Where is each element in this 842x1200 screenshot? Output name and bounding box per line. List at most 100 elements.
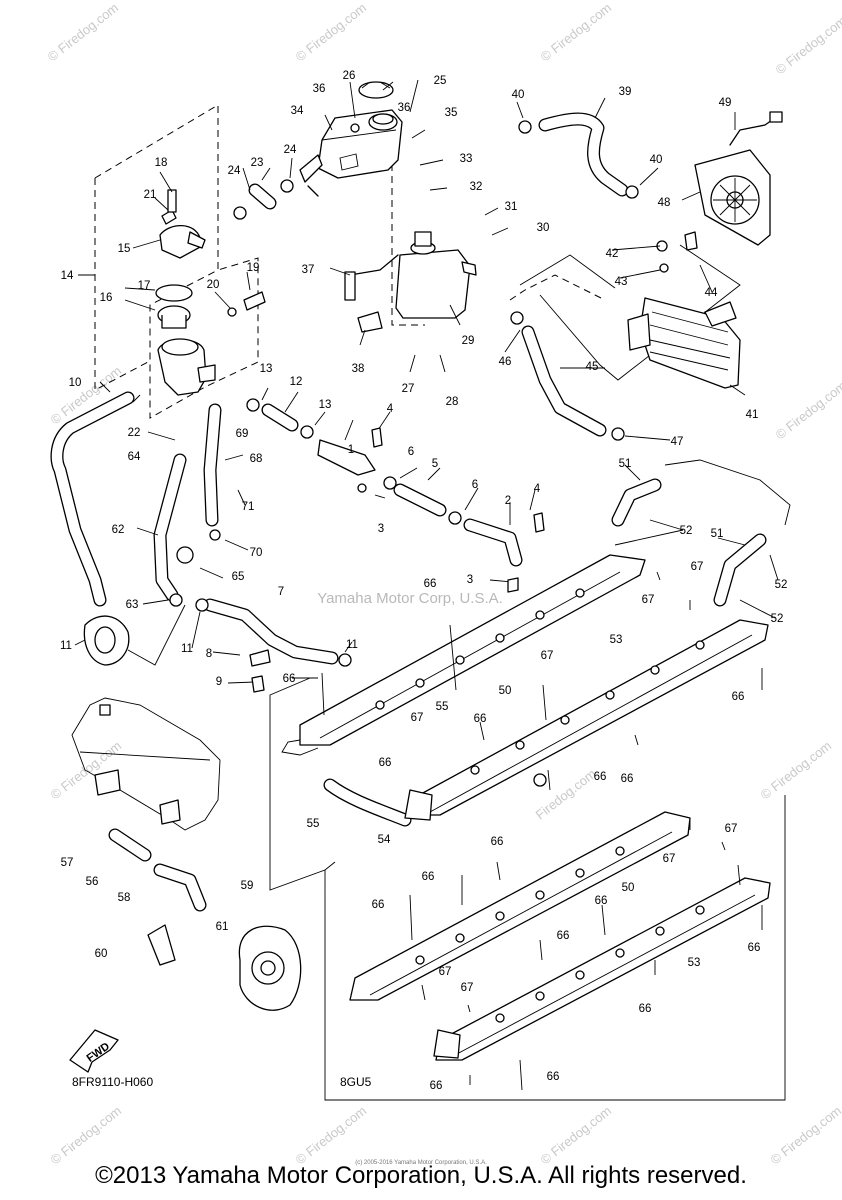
rail-53-upper bbox=[404, 619, 769, 821]
callout: 55 bbox=[307, 818, 320, 830]
callout: 18 bbox=[155, 157, 168, 169]
callout: 69 bbox=[236, 428, 249, 440]
callout: 1 bbox=[348, 444, 354, 456]
callout: 6 bbox=[472, 479, 478, 491]
watermark-tile: © Firedog.com bbox=[768, 1103, 842, 1167]
callout: 4 bbox=[387, 403, 394, 415]
radiator bbox=[627, 231, 741, 389]
callout: 66 bbox=[621, 773, 634, 785]
callout: 67 bbox=[541, 650, 554, 662]
callout: 66 bbox=[595, 895, 608, 907]
callout: 51 bbox=[711, 528, 724, 540]
cooling-fan bbox=[694, 111, 783, 246]
tiny-credit: (c) 2005-2016 Yamaha Motor Corporation, … bbox=[355, 1160, 487, 1166]
callout: 56 bbox=[86, 876, 99, 888]
callout: 36 bbox=[313, 83, 326, 95]
callout: 43 bbox=[615, 276, 628, 288]
callout: 66 bbox=[474, 713, 487, 725]
callout: 7 bbox=[278, 586, 284, 598]
callout: 41 bbox=[746, 409, 759, 421]
callout: 66 bbox=[283, 673, 296, 685]
water-pump bbox=[83, 604, 186, 666]
callout: 44 bbox=[705, 287, 718, 299]
callout: 67 bbox=[411, 712, 424, 724]
callout: 67 bbox=[725, 823, 738, 835]
callout: 16 bbox=[100, 292, 113, 304]
callout: 21 bbox=[144, 189, 157, 201]
callout-labels: 1 2 3 3 4 4 5 6 6 7 8 9 10 11 11 11 12 1… bbox=[60, 70, 787, 1092]
callout: 17 bbox=[138, 280, 151, 292]
callout: 38 bbox=[352, 363, 365, 375]
callout: 12 bbox=[290, 376, 303, 388]
callout: 2 bbox=[505, 495, 511, 507]
callout: 68 bbox=[250, 453, 263, 465]
callout: 59 bbox=[241, 880, 254, 892]
callout: 42 bbox=[606, 248, 619, 260]
watermark-tile: © Firedog.com bbox=[538, 1103, 615, 1167]
callout: 66 bbox=[424, 578, 437, 590]
diagram-code: 8FR9110-H060 bbox=[72, 1075, 153, 1089]
callout: 40 bbox=[512, 89, 525, 101]
engine-block bbox=[71, 697, 302, 1011]
callout: 24 bbox=[284, 144, 297, 156]
callout: 8 bbox=[206, 648, 212, 660]
callout: 66 bbox=[372, 899, 385, 911]
callout: 5 bbox=[432, 458, 438, 470]
watermark-tile: © Firedog.com bbox=[293, 1103, 370, 1167]
callout: 10 bbox=[69, 377, 82, 389]
callout: 40 bbox=[650, 154, 663, 166]
callout: 28 bbox=[446, 396, 459, 408]
callout: 66 bbox=[748, 942, 761, 954]
callout: 66 bbox=[732, 691, 745, 703]
rail-50-upper bbox=[281, 554, 646, 756]
callout: 70 bbox=[250, 547, 263, 559]
callout: 26 bbox=[343, 70, 356, 82]
callout: 55 bbox=[436, 701, 449, 713]
callout: 35 bbox=[445, 107, 458, 119]
callout: 50 bbox=[622, 882, 635, 894]
callout: 53 bbox=[688, 957, 701, 969]
callout: 57 bbox=[61, 857, 74, 869]
callout: 20 bbox=[207, 279, 220, 291]
reservoir-tank bbox=[299, 109, 403, 197]
callout: 61 bbox=[216, 921, 229, 933]
callout: 66 bbox=[491, 836, 504, 848]
callout: 11 bbox=[181, 643, 193, 655]
callout: 67 bbox=[663, 853, 676, 865]
callout: 63 bbox=[126, 599, 139, 611]
callout: 66 bbox=[594, 771, 607, 783]
callout: 51 bbox=[619, 458, 632, 470]
callout: 67 bbox=[691, 561, 704, 573]
callout: 50 bbox=[499, 685, 512, 697]
callout: 66 bbox=[547, 1071, 560, 1083]
callout: 23 bbox=[251, 157, 264, 169]
callout: 64 bbox=[128, 451, 141, 463]
watermark-tile: © Firedog.com bbox=[773, 378, 842, 442]
callout: 53 bbox=[610, 634, 623, 646]
callout: 47 bbox=[671, 436, 684, 448]
callout: 66 bbox=[639, 1003, 652, 1015]
callout: 52 bbox=[771, 613, 784, 625]
callout: 6 bbox=[408, 446, 414, 458]
callout: 30 bbox=[537, 222, 550, 234]
callout: 71 bbox=[242, 501, 255, 513]
rail-53-8gu5 bbox=[433, 877, 771, 1061]
callout: 14 bbox=[61, 270, 74, 282]
fasteners bbox=[249, 427, 763, 1091]
callout: 48 bbox=[658, 197, 671, 209]
callout: 45 bbox=[586, 361, 599, 373]
reservoir-cap bbox=[358, 81, 394, 99]
sub-tank bbox=[344, 231, 477, 333]
watermark-tile: © Firedog.com bbox=[48, 1103, 125, 1167]
callout: 33 bbox=[460, 153, 473, 165]
callout: 52 bbox=[775, 579, 788, 591]
variant-label: 8GU5 bbox=[340, 1075, 372, 1089]
watermark-tile: © Firedog.com bbox=[293, 0, 370, 64]
group-outlines bbox=[78, 104, 786, 1101]
watermark-tile: © Firedog.com bbox=[758, 738, 835, 802]
watermark-tile: © Firedog.com bbox=[45, 0, 122, 64]
callout: 19 bbox=[247, 262, 260, 274]
callout: 36 bbox=[398, 102, 411, 114]
watermark-tile: © Firedog.com bbox=[538, 0, 615, 64]
callout: 52 bbox=[680, 525, 693, 537]
